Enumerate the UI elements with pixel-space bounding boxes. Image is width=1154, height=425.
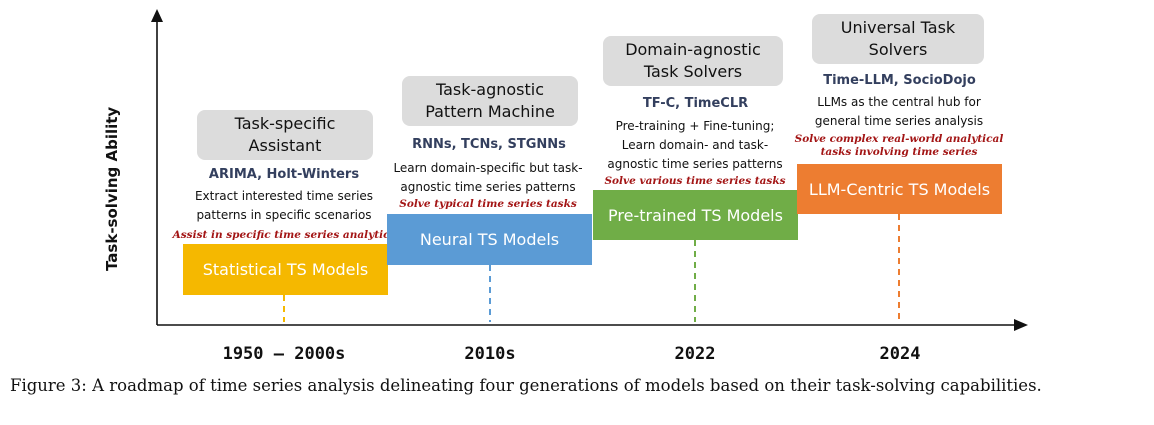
stage-4-goal: Solve complex real-world analytical task… [794,133,1004,158]
stage-3-description: Pre-training + Fine-tuning; Learn domain… [607,119,783,171]
stage-2-era: 2010s [464,344,516,364]
stage-1-description: Extract interested time series patterns … [194,189,374,222]
stage-3-goal: Solve various time series tasks [604,175,786,187]
stage-3-models: TF-C, TimeCLR [642,96,749,111]
figure-caption: Figure 3: A roadmap of time series analy… [10,376,1042,395]
stage-2-box: Neural TS Models [387,214,592,265]
stage-4-era: 2024 [879,344,921,364]
stage-3-era: 2022 [674,344,716,364]
stage-2-title: Task-agnostic Pattern Machine [402,76,578,126]
stage-4-box: LLM-Centric TS Models [797,164,1002,214]
stage-1-goal: Assist in specific time series analytics [172,229,396,241]
x-axis-arrow [1014,319,1028,331]
stage-3-title: Domain-agnostic Task Solvers [603,36,783,86]
stage-2-description: Learn domain-specific but task- agnostic… [393,161,583,194]
y-axis-label: Task-solving Ability [103,106,121,271]
stage-4-models: Time-LLM, SocioDojo [823,73,976,88]
stage-1-era: 1950 – 2000s [222,344,346,364]
stage-1-title: Task-specific Assistant [197,110,373,160]
stage-4-title: Universal Task Solvers [812,14,984,64]
stage-4-description: LLMs as the central hub for general time… [814,95,984,128]
stage-2-goal: Solve typical time series tasks [399,198,577,210]
stage-2-models: RNNs, TCNs, STGNNs [412,137,566,152]
stage-3-box: Pre-trained TS Models [593,190,798,240]
y-axis-arrow [151,9,163,22]
stage-1-box: Statistical TS Models [183,244,388,295]
stage-1-models: ARIMA, Holt-Winters [208,167,360,182]
